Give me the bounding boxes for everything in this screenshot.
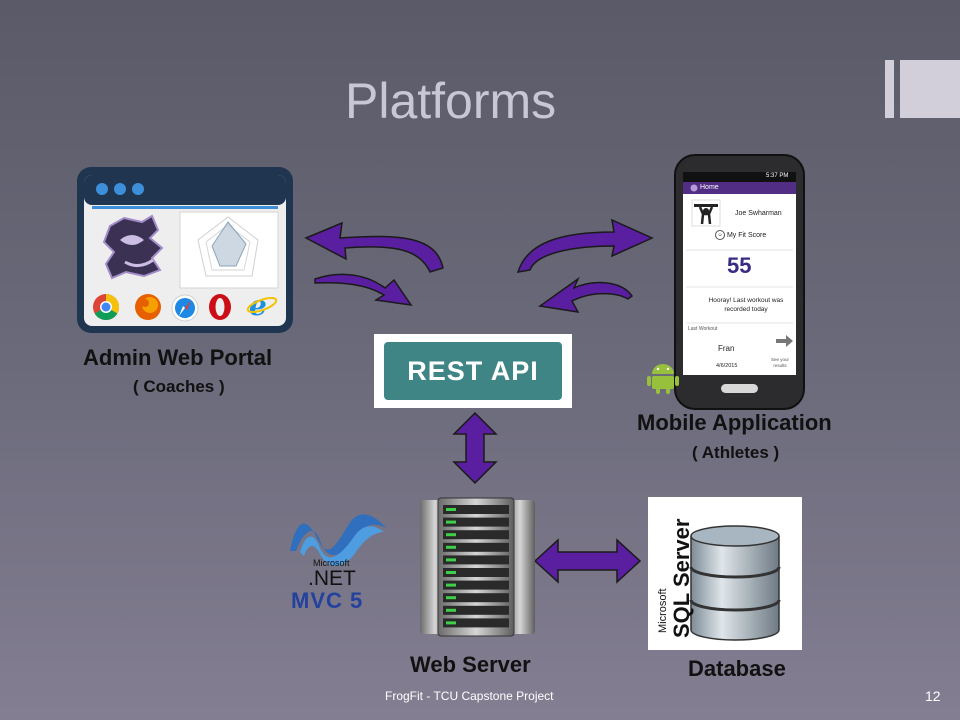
window-dot <box>132 183 144 195</box>
phone-last-workout-label: Last Workout <box>688 326 718 332</box>
dotnet-net-text: .NET <box>308 567 356 590</box>
arrow-admin-to-api <box>314 273 413 306</box>
server-led <box>446 545 456 549</box>
ie-icon: e <box>246 289 278 322</box>
decor-bar-thin <box>885 60 894 118</box>
rest-api-label: REST API <box>384 342 562 400</box>
phone-workout-date: 4/6/2015 <box>716 363 738 369</box>
phone-graphic <box>674 154 805 410</box>
phone-workout-name[interactable]: Fran <box>718 344 735 353</box>
page-number: 12 <box>925 688 941 704</box>
firefox-icon <box>135 294 161 320</box>
phone-score-value: 55 <box>727 253 752 278</box>
admin-portal-title: Admin Web Portal <box>83 345 273 370</box>
smiley-icon: ☺ <box>715 230 725 240</box>
phone-user-name: Joe Swharman <box>735 210 782 217</box>
arrow-api-to-mobile <box>516 218 654 273</box>
database-label: Database <box>688 656 786 681</box>
svg-text:e: e <box>249 289 267 322</box>
window-dot <box>114 183 126 195</box>
server-slot <box>443 568 509 577</box>
server-slot <box>443 593 509 603</box>
weightlifter-icon <box>691 199 721 227</box>
server-led <box>446 533 456 537</box>
server-rack-graphic <box>420 497 535 637</box>
admin-portal-graphic: e <box>77 167 293 333</box>
mvc-text: MVC 5 <box>291 588 363 613</box>
safari-icon <box>171 294 199 322</box>
database-graphic: Microsoft SQL Server <box>648 497 802 650</box>
phone-nav-title[interactable]: Home <box>700 184 719 191</box>
opera-icon <box>209 294 231 320</box>
decor-bar-wide <box>900 60 960 118</box>
admin-portal-subtitle: ( Coaches ) <box>133 377 225 396</box>
server-led <box>446 621 456 625</box>
phone-message: Hooray! Last workout was recorded today <box>708 297 784 313</box>
android-icon <box>647 364 679 394</box>
phone-score-label-text: My Fit Score <box>726 231 767 239</box>
server-slot <box>443 505 509 514</box>
window-dot <box>96 183 108 195</box>
server-slot <box>443 618 509 628</box>
phone-status-time: 5:37 PM <box>766 173 789 179</box>
arrow-api-server <box>452 411 498 485</box>
server-slot <box>443 555 509 565</box>
server-led <box>446 508 456 511</box>
server-led <box>446 596 456 600</box>
db-sql-text: SQL Server <box>669 518 694 638</box>
mobile-app-title: Mobile Application <box>637 410 832 435</box>
chrome-icon <box>93 293 120 321</box>
server-slot <box>443 605 509 615</box>
server-led <box>446 571 456 574</box>
dotnet-ms-text: Microsoft <box>313 558 350 568</box>
server-slot <box>443 530 509 540</box>
db-ms-text: Microsoft <box>657 588 669 633</box>
server-led <box>446 558 456 562</box>
server-slot <box>443 580 509 590</box>
server-slot <box>443 517 509 527</box>
arrow-server-database <box>533 538 642 584</box>
phone-see-results[interactable]: See your results <box>770 357 789 368</box>
server-slot <box>443 542 509 552</box>
web-server-label: Web Server <box>410 652 531 677</box>
slide-title: Platforms <box>345 73 557 129</box>
arrow-mobile-to-api <box>538 276 634 313</box>
phone-score-label: ☺ My Fit Score <box>715 230 766 240</box>
frog-mascot-icon <box>102 214 164 280</box>
right-arrow-icon <box>776 335 793 347</box>
server-led <box>446 608 456 612</box>
arrow-api-to-admin <box>304 221 444 273</box>
server-led <box>446 583 456 587</box>
dotnet-logo: Microsoft .NET MVC 5 <box>290 514 386 613</box>
mobile-app-subtitle: ( Athletes ) <box>692 443 780 462</box>
server-led <box>446 520 456 524</box>
rest-api-box: REST API <box>374 334 572 408</box>
footer-text: FrogFit - TCU Capstone Project <box>385 689 554 703</box>
